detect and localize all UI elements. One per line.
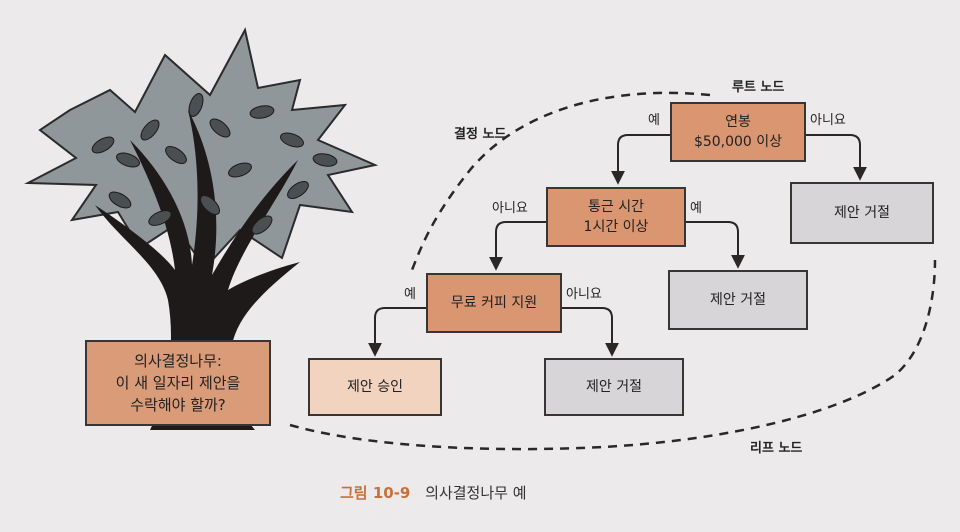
edge-label-coffee-yes: 예 <box>404 287 416 302</box>
tree-question-box: 의사결정나무: 이 새 일자리 제안을 수락해야 할까? <box>85 340 271 426</box>
label-leaf-node: 리프 노드 <box>750 441 803 456</box>
leaf-accept: 제안 승인 <box>308 358 442 416</box>
node-salary-line1: 연봉 <box>725 114 751 130</box>
leaf-region-boundary <box>408 91 711 276</box>
node-coffee: 무료 커피 지원 <box>426 273 562 333</box>
figure-title: 의사결정나무 예 <box>425 484 527 502</box>
tree-trunk <box>95 110 300 430</box>
tree-question-line: 수락해야 할까? <box>130 396 226 414</box>
edge-salary-no <box>806 134 867 181</box>
leaf-reject-commute: 제안 거절 <box>668 270 808 330</box>
label-decision-node: 결정 노드 <box>454 127 507 142</box>
edge-label-salary-yes: 예 <box>648 113 660 128</box>
edge-coffee-no <box>562 307 619 357</box>
leaf-label: 제안 거절 <box>586 379 642 395</box>
edge-commute-no <box>489 221 546 271</box>
edge-label-coffee-no: 아니요 <box>566 287 602 302</box>
edge-salary-yes <box>611 134 670 185</box>
leaf-label: 제안 거절 <box>710 292 766 308</box>
edges <box>368 134 867 357</box>
node-coffee-line1: 무료 커피 지원 <box>450 295 538 311</box>
node-commute-line1: 통근 시간 <box>588 199 644 215</box>
leaf-reject-coffee: 제안 거절 <box>544 358 684 416</box>
tree-question-line: 이 새 일자리 제안을 <box>115 374 241 392</box>
edge-label-commute-no: 아니요 <box>492 201 528 216</box>
leaf-region-boundary-lower <box>289 259 937 451</box>
node-salary-line2: $50,000 이상 <box>693 134 783 150</box>
edge-label-salary-no: 아니요 <box>810 113 846 128</box>
leaf-reject-salary: 제안 거절 <box>790 182 934 244</box>
leaf-label: 제안 승인 <box>347 379 403 395</box>
label-root-node: 루트 노드 <box>732 80 785 95</box>
edge-label-commute-yes: 예 <box>690 201 702 216</box>
figure-number: 그림 10-9 <box>340 484 411 502</box>
leaf-label: 제안 거절 <box>834 205 890 221</box>
figure-caption: 그림 10-9 의사결정나무 예 <box>340 482 527 503</box>
edge-commute-yes <box>686 221 745 269</box>
node-commute-line2: 1시간 이상 <box>583 219 649 235</box>
node-commute: 통근 시간 1시간 이상 <box>546 187 686 247</box>
tree-question-line: 의사결정나무: <box>134 352 222 370</box>
node-salary: 연봉 $50,000 이상 <box>670 102 806 162</box>
tree-illustration <box>24 27 379 430</box>
edge-coffee-yes <box>368 307 426 357</box>
